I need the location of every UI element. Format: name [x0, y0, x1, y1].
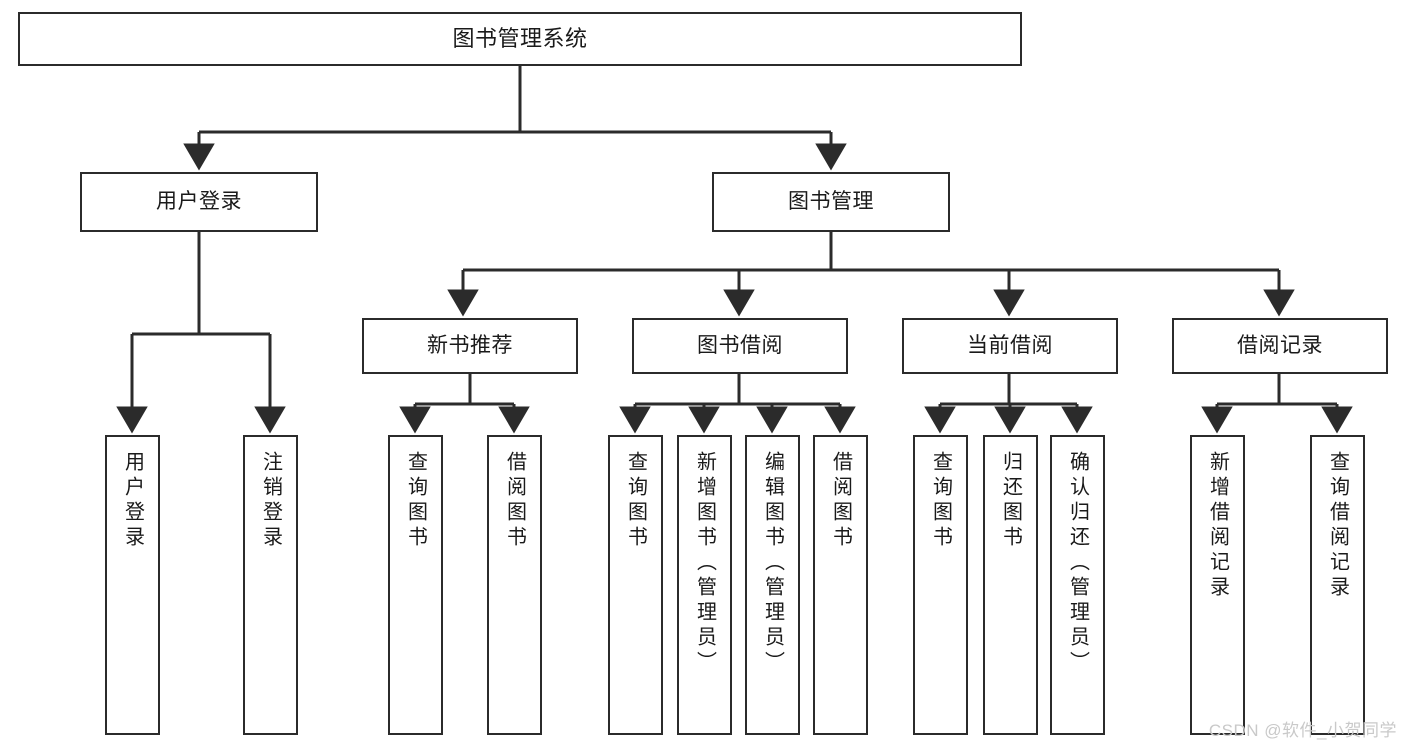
node-leaf-query-record-label: 查询借阅记录	[1326, 451, 1349, 601]
node-user-login-label: 用户登录	[156, 189, 242, 213]
node-book-management-label: 图书管理	[788, 189, 874, 213]
node-user-login[interactable]: 用户登录	[80, 172, 318, 232]
node-leaf-add-book-label: 新增图书（管理员）	[693, 451, 716, 676]
node-leaf-add-record[interactable]: 新增借阅记录	[1190, 435, 1245, 735]
node-leaf-user-login-label: 用户登录	[121, 451, 144, 551]
node-leaf-logout-label: 注销登录	[259, 451, 282, 551]
node-leaf-query-book-1-label: 查询图书	[404, 451, 427, 551]
node-book-management[interactable]: 图书管理	[712, 172, 950, 232]
node-leaf-borrow-book-1-label: 借阅图书	[503, 451, 526, 551]
node-leaf-user-login[interactable]: 用户登录	[105, 435, 160, 735]
node-leaf-query-book-1[interactable]: 查询图书	[388, 435, 443, 735]
node-leaf-borrow-book-2-label: 借阅图书	[829, 451, 852, 551]
node-leaf-logout[interactable]: 注销登录	[243, 435, 298, 735]
node-root[interactable]: 图书管理系统	[18, 12, 1022, 66]
node-book-borrow-label: 图书借阅	[697, 333, 783, 357]
node-leaf-query-book-2[interactable]: 查询图书	[608, 435, 663, 735]
node-current-borrow[interactable]: 当前借阅	[902, 318, 1118, 374]
node-leaf-borrow-book-1[interactable]: 借阅图书	[487, 435, 542, 735]
node-leaf-query-record[interactable]: 查询借阅记录	[1310, 435, 1365, 735]
node-borrow-record[interactable]: 借阅记录	[1172, 318, 1388, 374]
node-leaf-return-book-label: 归还图书	[999, 451, 1022, 551]
node-leaf-edit-book[interactable]: 编辑图书（管理员）	[745, 435, 800, 735]
node-leaf-return-book[interactable]: 归还图书	[983, 435, 1038, 735]
node-leaf-query-book-3[interactable]: 查询图书	[913, 435, 968, 735]
node-leaf-query-book-3-label: 查询图书	[929, 451, 952, 551]
node-new-book-recommend[interactable]: 新书推荐	[362, 318, 578, 374]
node-leaf-add-book[interactable]: 新增图书（管理员）	[677, 435, 732, 735]
node-book-borrow[interactable]: 图书借阅	[632, 318, 848, 374]
node-root-label: 图书管理系统	[452, 26, 588, 52]
node-leaf-confirm-return-label: 确认归还（管理员）	[1066, 451, 1089, 676]
node-leaf-add-record-label: 新增借阅记录	[1206, 451, 1229, 601]
watermark-text: CSDN @软件_小贺同学	[1208, 721, 1397, 740]
node-borrow-record-label: 借阅记录	[1237, 333, 1323, 357]
node-leaf-edit-book-label: 编辑图书（管理员）	[761, 451, 784, 676]
node-leaf-query-book-2-label: 查询图书	[624, 451, 647, 551]
node-leaf-borrow-book-2[interactable]: 借阅图书	[813, 435, 868, 735]
node-current-borrow-label: 当前借阅	[967, 333, 1053, 357]
node-new-book-recommend-label: 新书推荐	[427, 333, 513, 357]
node-leaf-confirm-return[interactable]: 确认归还（管理员）	[1050, 435, 1105, 735]
